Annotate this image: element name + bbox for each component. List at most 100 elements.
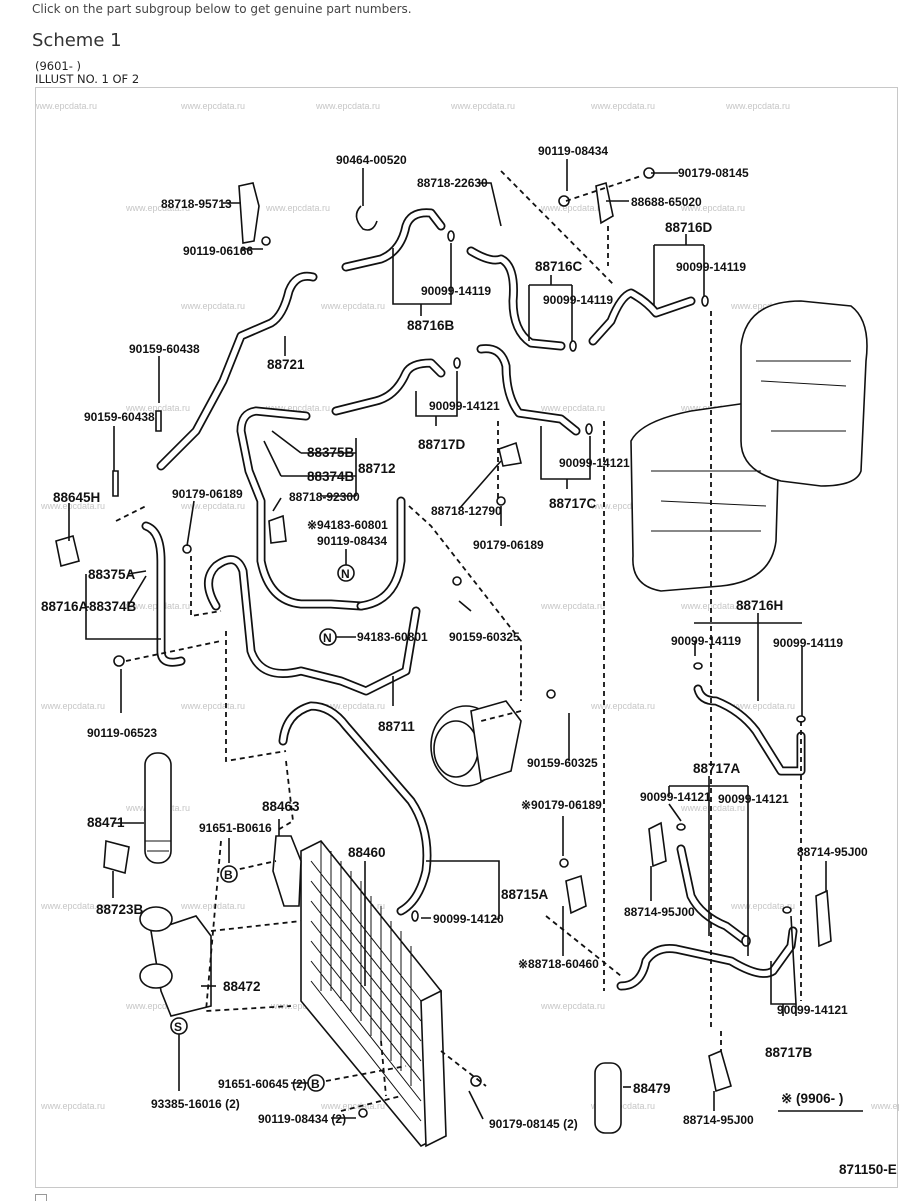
- part-label[interactable]: 88715A: [501, 887, 549, 902]
- part-label[interactable]: 90179-06189: [172, 487, 243, 501]
- watermark: www.epcdata.ru: [270, 1001, 335, 1011]
- part-label[interactable]: 90159-60325: [449, 630, 520, 644]
- watermark: www.epcdata.ru: [540, 203, 605, 213]
- part-label[interactable]: 90119-06166: [183, 244, 253, 258]
- watermark: www.epcdata.ru: [125, 1001, 190, 1011]
- watermark: www.epcdata.ru: [180, 701, 245, 711]
- part-label[interactable]: 88471: [87, 815, 125, 830]
- symbol-b: [220, 865, 238, 883]
- part-label[interactable]: 88723B: [96, 902, 144, 917]
- part-label[interactable]: 88374B: [307, 469, 355, 484]
- part-label[interactable]: ※94183-60801: [307, 518, 388, 532]
- part-label[interactable]: 93385-16016 (2): [151, 1097, 240, 1111]
- part-label[interactable]: 88472: [223, 979, 261, 994]
- part-label[interactable]: 90159-60325: [527, 756, 598, 770]
- components: [55, 167, 868, 1148]
- part-label[interactable]: 90099-14119: [773, 636, 843, 650]
- part-label[interactable]: 90119-08434: [317, 534, 387, 548]
- symbols: N N B B S: [170, 564, 355, 1092]
- part-label[interactable]: 90179-08145: [678, 166, 749, 180]
- watermark: www.epcdata.ru: [40, 501, 105, 511]
- watermark: www.epcdata.ru: [680, 803, 745, 813]
- part-label[interactable]: 90464-00520: [336, 153, 407, 167]
- part-label[interactable]: 88717D: [418, 437, 466, 452]
- part-label[interactable]: 88714-95J00: [624, 905, 695, 919]
- symbol-b-text: B: [224, 868, 233, 882]
- bracket-88718-95713: [238, 182, 260, 244]
- part-label[interactable]: 90099-14121: [718, 792, 789, 806]
- bottom-edge-element: [35, 1194, 47, 1201]
- part-label[interactable]: 90179-08145 (2): [489, 1117, 578, 1131]
- watermark: www.epcdata.ru: [680, 203, 745, 213]
- part-label[interactable]: 88718-92300: [289, 490, 360, 504]
- part-label[interactable]: 90099-14121: [559, 456, 630, 470]
- bracket-88463: [272, 835, 302, 907]
- watermark: www.epcdata.ru: [180, 101, 245, 111]
- watermark: www.epcdata.ru: [265, 403, 330, 413]
- part-label[interactable]: 88716H: [736, 598, 783, 613]
- part-label[interactable]: 88717A: [693, 761, 741, 776]
- part-label[interactable]: 88375A: [88, 567, 136, 582]
- part-label[interactable]: 88716A: [41, 599, 89, 614]
- part-label[interactable]: 90159-60438: [129, 342, 200, 356]
- watermark: www.epcdata.ru: [320, 301, 385, 311]
- watermark: www.epcdata.ru: [590, 1101, 655, 1111]
- part-label[interactable]: 94183-60801: [357, 630, 428, 644]
- part-label[interactable]: 90119-06523: [87, 726, 157, 740]
- symbol-b: [307, 1074, 325, 1092]
- part-label[interactable]: 90099-14121: [777, 1003, 848, 1017]
- watermark: www.epcdata.ru: [590, 701, 655, 711]
- part-label[interactable]: 88716B: [407, 318, 455, 333]
- part-label[interactable]: 88714-95J00: [683, 1113, 754, 1127]
- watermark: www.epcdata.ru: [870, 1101, 899, 1111]
- footnote-date: ※ (9906- ): [781, 1091, 843, 1106]
- snap-ring: [355, 205, 378, 231]
- part-label[interactable]: 88460: [348, 845, 386, 860]
- part-label[interactable]: 88714-95J00: [797, 845, 868, 859]
- part-label[interactable]: 90159-60438: [84, 410, 155, 424]
- part-label[interactable]: 90179-06189: [473, 538, 544, 552]
- watermark: www.epcdata.ru: [265, 203, 330, 213]
- part-label[interactable]: 91651-60645 (2): [218, 1077, 307, 1091]
- bracket-88472: [150, 915, 212, 1017]
- part-label[interactable]: 88716C: [535, 259, 583, 274]
- dryer-element: [594, 1062, 622, 1134]
- part-label[interactable]: 90099-14120: [433, 912, 504, 926]
- part-label[interactable]: 90099-14121: [429, 399, 500, 413]
- watermark: www.epcdata.ru: [320, 701, 385, 711]
- part-label[interactable]: 88375B: [307, 445, 355, 460]
- part-label[interactable]: 88463: [262, 799, 300, 814]
- part-label[interactable]: 88721: [267, 357, 305, 372]
- part-label[interactable]: 90119-08434: [538, 144, 608, 158]
- assembly-lines: [115, 170, 802, 1112]
- part-label[interactable]: 88717B: [765, 1045, 813, 1060]
- figure-id: 871150-E: [839, 1162, 897, 1177]
- part-label[interactable]: 90099-14119: [421, 284, 491, 298]
- part-label[interactable]: 88712: [358, 461, 396, 476]
- watermark: www.epcdata.ru: [125, 403, 190, 413]
- part-label[interactable]: 90099-14121: [640, 790, 711, 804]
- part-label[interactable]: ※90179-06189: [521, 798, 602, 812]
- part-label[interactable]: 88374B: [89, 599, 137, 614]
- scheme-title: Scheme 1: [32, 30, 122, 51]
- part-label[interactable]: 88718-22630: [417, 176, 488, 190]
- part-label[interactable]: ※88718-60460: [518, 957, 599, 971]
- watermark: www.epcdata.ru: [40, 701, 105, 711]
- part-label[interactable]: 88716D: [665, 220, 713, 235]
- part-label[interactable]: 88717C: [549, 496, 597, 511]
- part-label[interactable]: 88711: [378, 719, 415, 734]
- part-label[interactable]: 90099-14119: [676, 260, 746, 274]
- part-label[interactable]: 88479: [633, 1081, 671, 1096]
- watermark: www.epcdata.ru: [730, 901, 795, 911]
- part-label[interactable]: 91651-B0616: [199, 821, 272, 835]
- receiver-drier: [103, 752, 172, 875]
- part-label[interactable]: 90099-14119: [543, 293, 613, 307]
- watermark: www.epcdata.ru: [320, 1101, 385, 1111]
- part-label[interactable]: 88645H: [53, 490, 100, 505]
- watermark: www.epcdata.ru: [36, 101, 97, 111]
- part-label[interactable]: 88718-12790: [431, 504, 502, 518]
- part-label[interactable]: 88688-65020: [631, 195, 702, 209]
- part-label[interactable]: 90099-14119: [671, 634, 741, 648]
- part-label[interactable]: 88718-95713: [161, 197, 232, 211]
- part-label[interactable]: 90119-08434 (2): [258, 1112, 346, 1126]
